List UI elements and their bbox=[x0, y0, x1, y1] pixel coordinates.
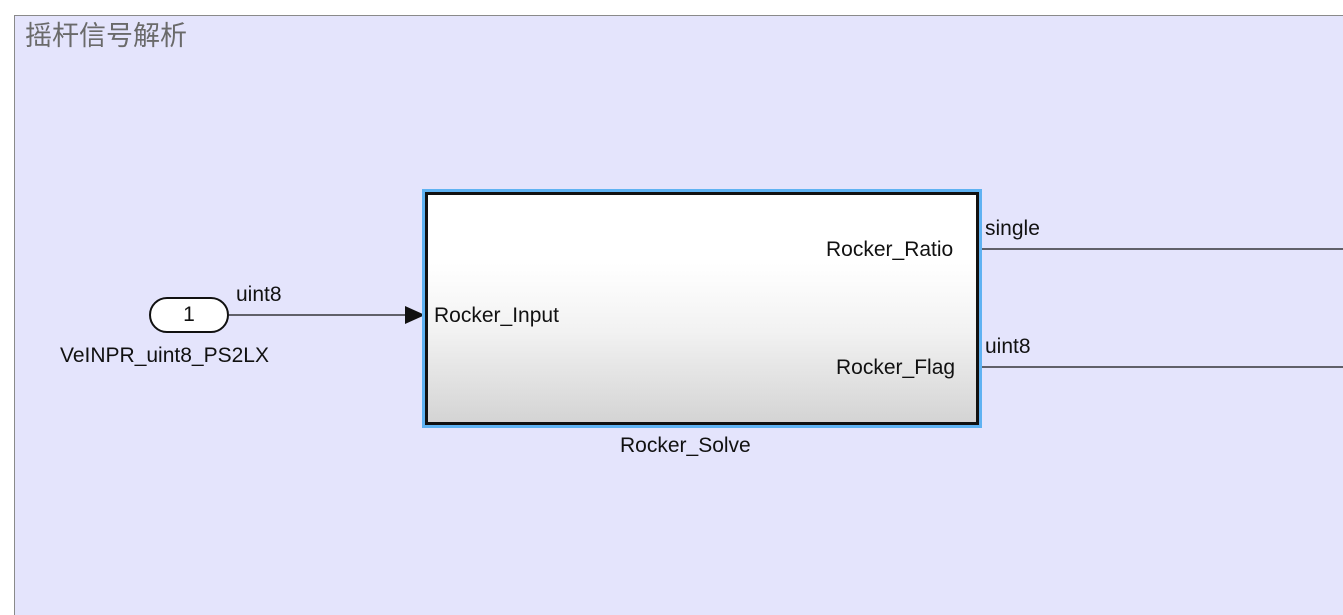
subsystem-block[interactable] bbox=[425, 192, 979, 425]
area-title: 摇杆信号解析 bbox=[25, 21, 187, 52]
subsystem-input-port-label: Rocker_Input bbox=[434, 304, 559, 327]
subsystem-selection-highlight bbox=[422, 189, 982, 428]
inport-block[interactable]: 1 bbox=[149, 297, 229, 333]
subsystem-output-port-label-ratio: Rocker_Ratio bbox=[826, 238, 954, 261]
input-arrowhead-icon bbox=[405, 306, 425, 324]
output-signal-type-ratio: single bbox=[985, 217, 1040, 240]
subsystem-name[interactable]: Rocker_Solve bbox=[620, 434, 751, 457]
output-signal-type-flag: uint8 bbox=[985, 335, 1031, 358]
inport-number: 1 bbox=[183, 303, 195, 326]
inport-name[interactable]: VeINPR_uint8_PS2LX bbox=[60, 344, 269, 367]
input-signal-type: uint8 bbox=[236, 283, 282, 306]
subsystem-output-port-label-flag: Rocker_Flag bbox=[836, 356, 956, 379]
